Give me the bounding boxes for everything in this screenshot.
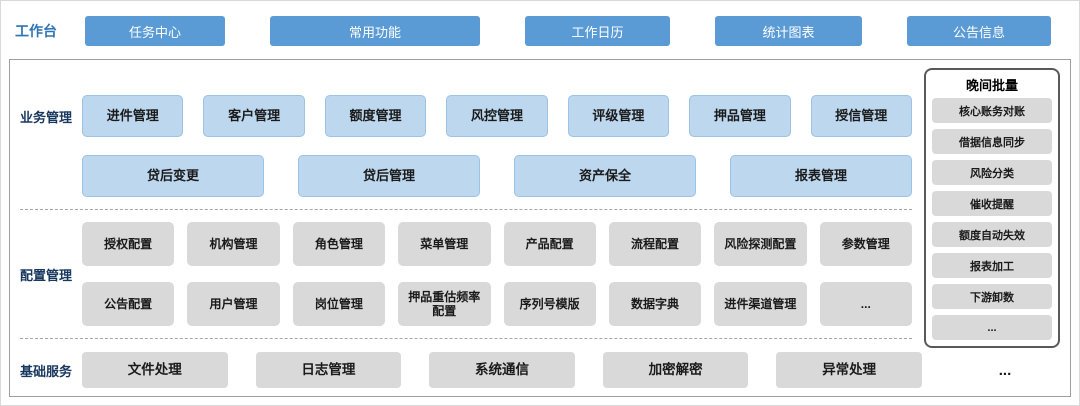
business-module-button[interactable]: 押品管理 [689,95,791,137]
business-section: 业务管理 进件管理 客户管理 额度管理 风控管理 评级管理 押品管理 授信管理 [20,95,912,197]
config-module-button[interactable]: 参数管理 [819,222,912,266]
batch-job-item[interactable]: 核心账务对账 [932,98,1052,123]
business-row-1: 进件管理 客户管理 额度管理 风控管理 评级管理 押品管理 授信管理 [82,95,912,137]
night-batch-panel: 晚间批量 核心账务对账 借据信息同步 风险分类 催收提醒 额度自动失效 报表加工… [924,68,1060,348]
basic-module-button[interactable]: 文件处理 [82,352,228,388]
config-module-button[interactable]: 授权配置 [82,222,175,266]
config-module-button[interactable]: 菜单管理 [398,222,491,266]
batch-job-item[interactable]: 风险分类 [932,160,1052,185]
business-module-button[interactable]: 额度管理 [324,95,427,137]
config-row-2: 公告配置 用户管理 岗位管理 押品重估频率配置 序列号模版 数据字典 进件渠道管… [82,282,912,326]
section-label-basic: 基础服务 [20,363,73,379]
config-module-button-more[interactable]: ... [819,282,912,326]
nav-task-center[interactable]: 任务中心 [85,16,225,46]
batch-job-item-more[interactable]: ... [932,315,1052,340]
config-module-button[interactable]: 数据字典 [608,282,702,326]
nav-work-calendar[interactable]: 工作日历 [525,16,670,46]
dashed-divider [20,209,912,210]
upper-area: 业务管理 进件管理 客户管理 额度管理 风控管理 评级管理 押品管理 授信管理 [20,68,1060,351]
workbench-label: 工作台 [15,23,57,39]
basic-row: 文件处理 日志管理 系统通信 加密解密 异常处理 ... [82,352,1060,388]
basic-module-button[interactable]: 日志管理 [255,352,402,388]
section-label-config: 配置管理 [20,267,73,283]
business-module-button[interactable]: 报表管理 [730,155,912,197]
config-module-button[interactable]: 押品重估频率配置 [398,282,491,326]
main-panel: 业务管理 进件管理 客户管理 额度管理 风控管理 评级管理 押品管理 授信管理 [9,59,1071,397]
business-module-button[interactable]: 评级管理 [567,95,670,137]
batch-job-item[interactable]: 催收提醒 [932,191,1052,216]
more-ellipsis: ... [998,361,1012,379]
config-module-button[interactable]: 机构管理 [187,222,280,266]
basic-module-button[interactable]: 异常处理 [776,352,922,388]
nav-common-functions[interactable]: 常用功能 [270,16,480,46]
business-module-button[interactable]: 客户管理 [203,95,305,137]
config-section: 配置管理 授权配置 机构管理 角色管理 菜单管理 产品配置 流程配置 风险探测配… [20,222,912,326]
business-module-button[interactable]: 进件管理 [82,95,184,137]
night-batch-title: 晚间批量 [965,78,1018,93]
basic-module-button[interactable]: 系统通信 [429,352,575,388]
config-module-button[interactable]: 流程配置 [608,222,702,266]
dashed-divider [20,338,912,339]
batch-job-item[interactable]: 借据信息同步 [932,129,1052,154]
config-module-button[interactable]: 风险探测配置 [714,222,807,266]
basic-section: 基础服务 文件处理 日志管理 系统通信 加密解密 异常处理 ... [20,351,1060,389]
config-module-button[interactable]: 岗位管理 [292,282,386,326]
business-module-button[interactable]: 风控管理 [446,95,548,137]
nav-statistics-charts[interactable]: 统计图表 [715,16,862,46]
batch-job-item[interactable]: 报表加工 [932,253,1052,278]
batch-job-item[interactable]: 下游卸数 [932,284,1052,309]
module-area: 业务管理 进件管理 客户管理 额度管理 风控管理 评级管理 押品管理 授信管理 [20,68,912,351]
workbench-bar: 工作台 任务中心 常用功能 工作日历 统计图表 公告信息 [15,16,1051,46]
config-row-1: 授权配置 机构管理 角色管理 菜单管理 产品配置 流程配置 风险探测配置 参数管… [82,222,912,266]
business-module-button[interactable]: 资产保全 [514,155,696,197]
config-module-button[interactable]: 序列号模版 [503,282,596,326]
nav-announcement-info[interactable]: 公告信息 [907,16,1051,46]
business-rows: 进件管理 客户管理 额度管理 风控管理 评级管理 押品管理 授信管理 贷后变更 … [82,95,912,197]
business-row-2: 贷后变更 贷后管理 资产保全 报表管理 [82,155,912,197]
batch-job-item[interactable]: 额度自动失效 [932,222,1052,247]
config-module-button[interactable]: 公告配置 [82,282,175,326]
config-module-button[interactable]: 角色管理 [292,222,386,266]
business-module-button[interactable]: 贷后变更 [82,155,264,197]
config-rows: 授权配置 机构管理 角色管理 菜单管理 产品配置 流程配置 风险探测配置 参数管… [82,222,912,326]
business-module-button[interactable]: 贷后管理 [298,155,480,197]
config-module-button[interactable]: 用户管理 [187,282,280,326]
business-module-button[interactable]: 授信管理 [810,95,912,137]
workbench-nav: 任务中心 常用功能 工作日历 统计图表 公告信息 [85,16,1051,46]
basic-module-button[interactable]: 加密解密 [602,352,749,388]
config-module-button[interactable]: 进件渠道管理 [714,282,807,326]
config-module-button[interactable]: 产品配置 [503,222,596,266]
section-label-business: 业务管理 [20,109,73,125]
